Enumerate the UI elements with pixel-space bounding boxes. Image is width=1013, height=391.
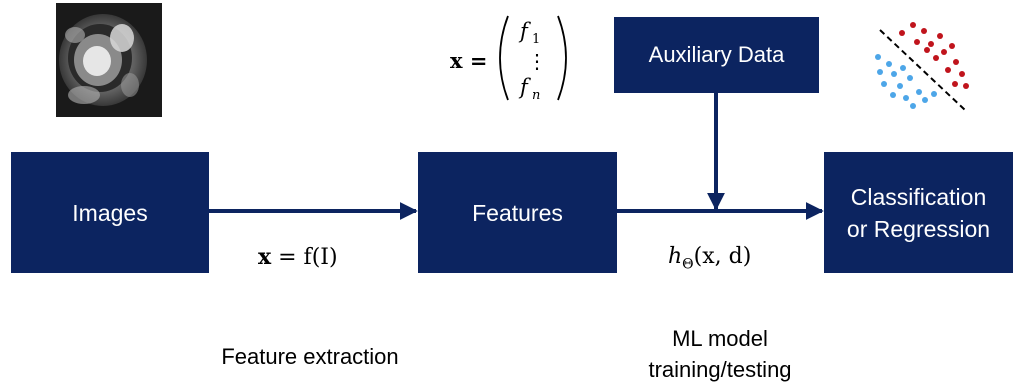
feature-vector-equation: x = f 1 ⋮ f n: [450, 15, 567, 103]
ml-model-line1: ML model: [672, 326, 768, 351]
model-h: h: [668, 244, 683, 269]
vector-bot-sub: n: [532, 88, 540, 103]
model-args: (x, d): [693, 244, 752, 269]
features-box: Features: [418, 152, 617, 273]
features-label: Features: [472, 199, 563, 226]
vector-bot: f: [518, 75, 531, 99]
right-paren: [557, 15, 567, 101]
feature-map-rhs: = f(I): [278, 245, 338, 270]
classification-box: Classification or Regression: [824, 152, 1013, 273]
ml-model-line2: training/testing: [648, 357, 792, 382]
auxiliary-data-label: Auxiliary Data: [648, 42, 785, 67]
model-sub: Θ: [682, 256, 694, 273]
ml-model-caption: ML model training/testing: [600, 323, 840, 385]
left-paren: [499, 15, 509, 101]
regression-label: or Regression: [846, 215, 991, 242]
feature-extraction-caption: Feature extraction: [221, 344, 399, 369]
vector-mid: ⋮: [527, 49, 547, 73]
vector-top: f: [518, 19, 531, 43]
cardiac-mri-thumbnail-icon: [56, 3, 162, 117]
feature-map-equation: x = f(I): [258, 244, 338, 270]
classification-scatter-icon: [875, 22, 969, 111]
images-label: Images: [72, 199, 148, 226]
classification-label: Classification: [850, 183, 987, 210]
images-box: Images: [11, 152, 209, 273]
feature-map-lhs: x: [258, 244, 272, 270]
auxiliary-data-box: Auxiliary Data: [614, 17, 819, 93]
model-equation: hΘ(x, d): [668, 244, 751, 272]
vector-top-sub: 1: [532, 32, 540, 47]
vector-lhs: x =: [450, 48, 487, 73]
